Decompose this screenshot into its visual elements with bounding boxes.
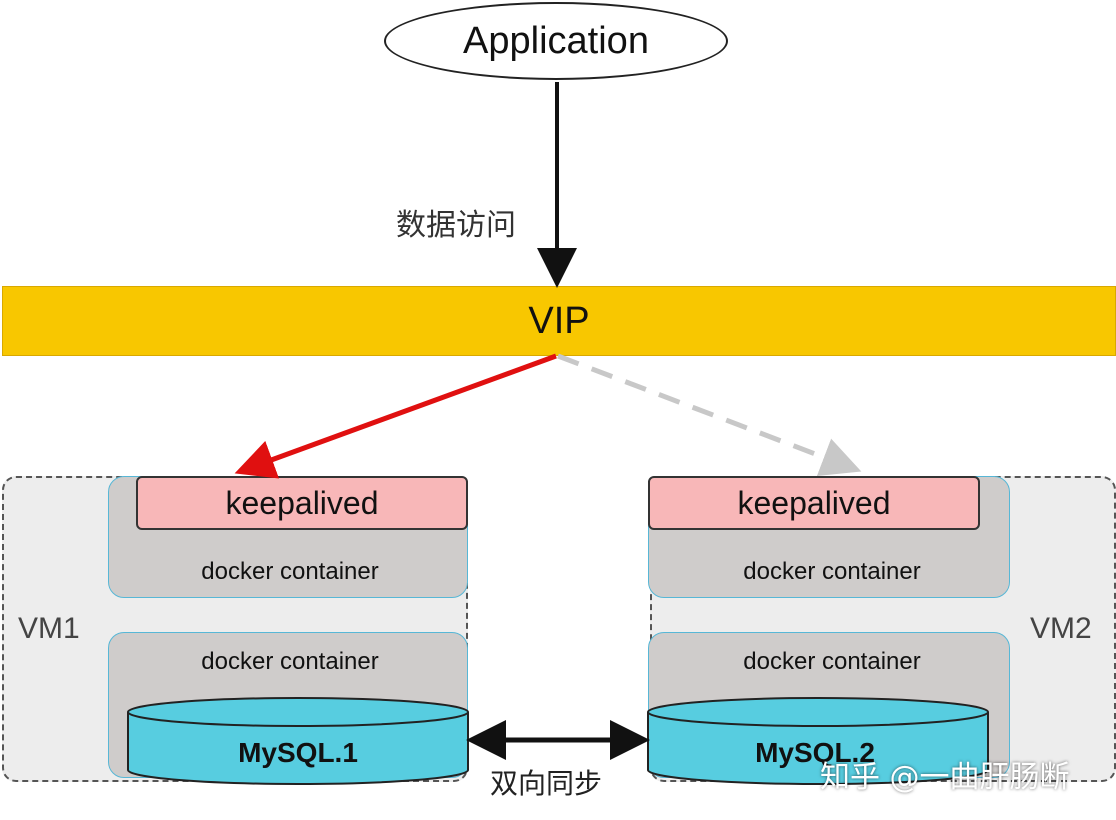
vm2-keepalived: keepalived (648, 476, 980, 530)
vm2-docker-top-label: docker container (743, 558, 921, 585)
active-route-arrow (234, 353, 557, 479)
vm1-label: VM1 (18, 612, 80, 645)
data-access-label: 数据访问 (396, 208, 516, 243)
vm1-keepalived: keepalived (136, 476, 468, 530)
mysql2-cylinder: MySQL.2 (647, 697, 989, 785)
vm1-docker-top-label: docker container (201, 558, 379, 585)
watermark-text: 知乎 @一曲肝肠断 (820, 760, 1070, 795)
mysql1-label: MySQL.1 (238, 737, 358, 768)
vm1-docker-bottom-label: docker container (201, 648, 379, 675)
application-node: Application (384, 2, 728, 80)
mysql2-label: MySQL.2 (755, 737, 875, 768)
vip-label: VIP (528, 299, 590, 342)
vip-bar: VIP (2, 286, 1116, 356)
vm2-docker-bottom-label: docker container (743, 648, 921, 675)
standby-route-arrow (557, 353, 862, 477)
sync-label: 双向同步 (490, 767, 603, 800)
application-label: Application (463, 19, 649, 62)
vm2-label: VM2 (1030, 612, 1092, 645)
mysql1-cylinder: MySQL.1 (127, 697, 469, 785)
